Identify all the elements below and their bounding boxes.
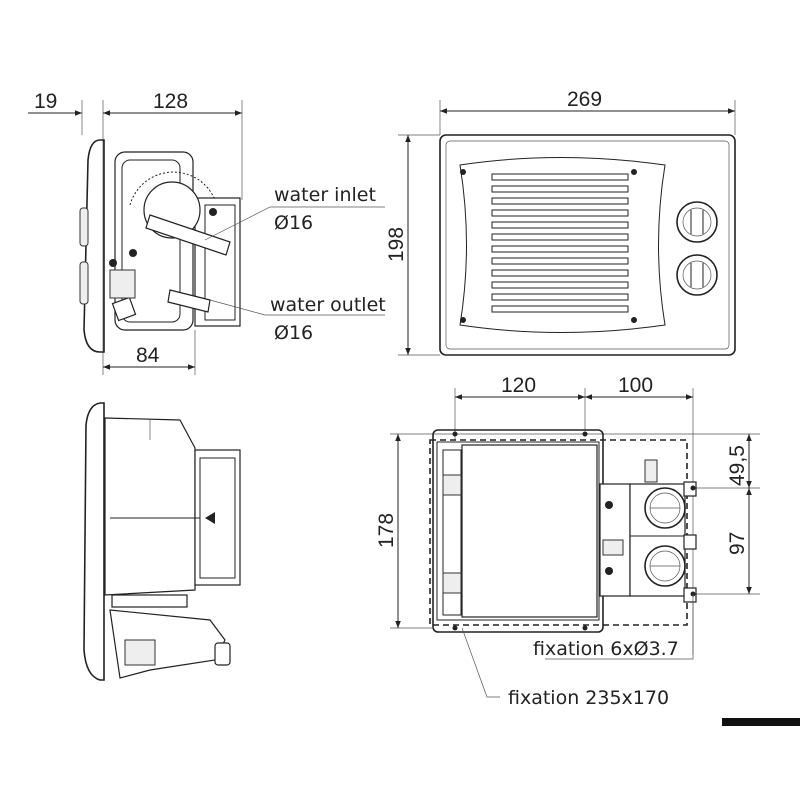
grille-slat xyxy=(491,173,629,181)
front-view: 269 198 xyxy=(385,88,736,356)
grille-slat xyxy=(491,221,629,229)
dim-100: 100 xyxy=(618,374,653,397)
dim-269: 269 xyxy=(567,88,602,111)
grille-slat xyxy=(491,305,629,313)
dim-128: 128 xyxy=(153,90,188,113)
flange-lower xyxy=(83,402,105,681)
water-outlet-diameter: Ø16 xyxy=(274,322,313,344)
grille-slat xyxy=(491,281,629,289)
fixation-holes-label: fixation 6xØ3.7 xyxy=(533,638,679,660)
dim-120: 120 xyxy=(501,374,536,397)
side-view-top: 19 128 84 water inlet Ø16 water outlet Ø… xyxy=(28,90,386,375)
dim-178: 178 xyxy=(375,513,398,548)
water-inlet-label: water inlet xyxy=(274,184,376,206)
fan-box-lower xyxy=(194,449,241,586)
grille-slat xyxy=(491,209,629,217)
inlet-pipe xyxy=(145,214,231,256)
dim-49-5: 49,5 xyxy=(726,445,749,486)
housing-lower xyxy=(104,417,196,596)
grille-frame xyxy=(459,157,666,333)
side-view-bottom xyxy=(83,402,241,681)
fixation-cutout-label: fixation 235x170 xyxy=(508,687,669,709)
outlet-leader xyxy=(209,299,385,316)
grille-slat xyxy=(491,185,629,193)
knob-bottom xyxy=(676,254,718,296)
grille-slat xyxy=(491,293,629,301)
grille-slats xyxy=(491,173,629,313)
grille-slat xyxy=(491,197,629,205)
water-outlet-label: water outlet xyxy=(270,294,386,316)
rear-view: 120 100 178 49,5 97 xyxy=(375,374,760,709)
front-panel xyxy=(439,134,736,356)
water-inlet-diameter: Ø16 xyxy=(274,212,313,234)
dim-97: 97 xyxy=(726,532,749,555)
rear-cover xyxy=(461,444,598,618)
dim-19: 19 xyxy=(34,90,57,113)
knob-top xyxy=(676,201,718,243)
rear-knob-top xyxy=(644,487,686,529)
flange xyxy=(83,139,105,353)
fixation-holes-leader xyxy=(545,594,694,660)
fixation-cutout-leader xyxy=(461,627,500,698)
grille-slat xyxy=(491,233,629,241)
grille-slat xyxy=(491,245,629,253)
grille-slat xyxy=(491,269,629,277)
dim-198: 198 xyxy=(385,227,408,262)
inlet-leader xyxy=(204,206,385,241)
outlet-pipe xyxy=(167,289,211,313)
fixation-cutout-outline xyxy=(429,439,688,626)
grille-slat xyxy=(491,257,629,265)
dim-84: 84 xyxy=(136,344,160,367)
rear-knob-bottom xyxy=(644,545,686,587)
scale-bar xyxy=(722,718,800,726)
